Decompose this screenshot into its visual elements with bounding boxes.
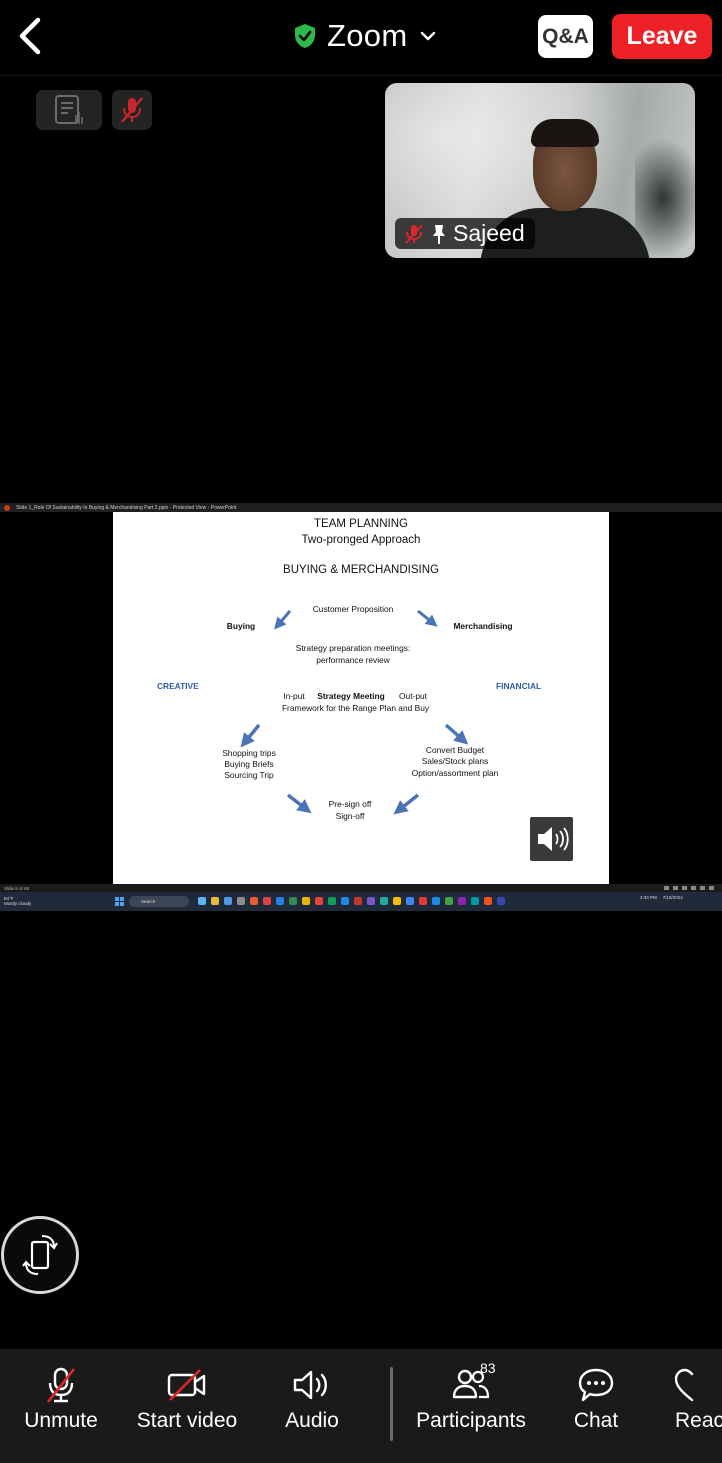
taskbar-search: Search [129, 896, 189, 907]
pin-icon [433, 224, 445, 244]
taskbar-tray: 4:33 PM 7/19/2024 [640, 895, 683, 900]
weather-desc: Mostly cloudy [4, 901, 32, 906]
slide-right-item-1: Convert Budget [425, 745, 485, 755]
react-label: React [675, 1409, 722, 1432]
muted-mic-icon [46, 1367, 76, 1403]
meeting-title: Zoom [327, 18, 408, 53]
shared-screen[interactable]: Slide 1_Role Of Sustainability In Buying… [0, 503, 722, 911]
rotate-screen-button[interactable] [1, 1216, 79, 1294]
view-controls [664, 886, 722, 890]
participants-label: Participants [416, 1409, 526, 1432]
participants-count: 83 [480, 1360, 496, 1376]
taskbar-weather: 84°F Mostly cloudy [4, 896, 54, 906]
arrow-to-buying [274, 610, 292, 630]
slide-left-item-3: Sourcing Trip [224, 770, 274, 780]
start-video-label: Start video [136, 1409, 238, 1432]
react-button[interactable]: React [672, 1349, 722, 1463]
slide-framework: Framework for the Range Plan and Buy [281, 703, 430, 713]
slide-title: TEAM PLANNING [314, 518, 408, 530]
participant-name: Sajeed [453, 220, 525, 246]
shield-check-icon [295, 24, 315, 48]
arrow-to-right-items [444, 723, 469, 745]
slide-heading: BUYING & MERCHANDISING [283, 564, 439, 576]
top-bar: Zoom Q&A Leave [0, 0, 722, 76]
shared-window-title: Slide 1_Role Of Sustainability In Buying… [16, 504, 237, 511]
participant-name-tag: Sajeed [395, 218, 535, 249]
video-background-plant [635, 138, 695, 258]
taskbar-app-icons [198, 897, 505, 905]
slide-cycle-arrows [240, 609, 469, 815]
chat-label: Chat [573, 1409, 619, 1432]
participant-video-tile[interactable]: Sajeed [385, 83, 695, 258]
video-off-icon [167, 1369, 206, 1401]
slide-strategy-meeting: Strategy Meeting [317, 691, 385, 701]
rotate-phone-icon [22, 1235, 58, 1275]
presentation-slide: TEAM PLANNING Two-pronged Approach BUYIN… [113, 512, 609, 884]
slide-counter: Slide 8 of 48 [4, 885, 30, 891]
audio-button[interactable]: Audio [272, 1349, 352, 1463]
slide-bottom-item-1: Pre-sign off [328, 799, 372, 809]
powerpoint-status-bar: Slide 8 of 48 [0, 884, 722, 892]
qa-button[interactable]: Q&A [538, 15, 593, 58]
arrow-to-merchandising [417, 609, 438, 627]
chat-icon [578, 1368, 614, 1402]
start-video-button[interactable]: Start video [130, 1349, 244, 1463]
slide-financial: FINANCIAL [496, 681, 542, 691]
slide-strategy-prep-line2: performance review [316, 655, 390, 665]
taskbar-date: 7/19/2024 [662, 895, 683, 900]
slide-merchandising: Merchandising [453, 621, 513, 631]
arrow-to-left-items [240, 723, 261, 748]
weather-temp: 84°F [4, 896, 14, 901]
mute-status-chip[interactable] [112, 90, 152, 130]
taskbar-time: 4:33 PM [640, 895, 657, 900]
slide-output: Out-put [399, 691, 427, 701]
unmute-label: Unmute [24, 1409, 98, 1432]
slide-right-item-2: Sales/Stock plans [421, 756, 489, 766]
slide-creative: CREATIVE [157, 681, 199, 691]
speaker-icon [537, 827, 569, 851]
audio-label: Audio [285, 1409, 339, 1432]
slide-strategy-prep-line1: Strategy preparation meetings: [295, 643, 411, 653]
shared-window-titlebar: Slide 1_Role Of Sustainability In Buying… [0, 503, 722, 512]
slide-input: In-put [283, 691, 305, 701]
windows-start-icon [115, 897, 124, 906]
closed-captions-icon [55, 95, 83, 124]
back-arrow-icon[interactable] [14, 16, 48, 56]
unmute-button[interactable]: Unmute [14, 1349, 108, 1463]
muted-mic-icon [405, 223, 423, 244]
participants-icon [452, 1369, 490, 1399]
meeting-toolbar: Unmute Start video Audio [0, 1349, 722, 1463]
slide-customer-proposition: Customer Proposition [312, 604, 394, 614]
meeting-title-dropdown[interactable]: Zoom [293, 18, 437, 54]
slide-left-item-1: Shopping trips [222, 748, 276, 758]
slide-left-item-2: Buying Briefs [224, 759, 274, 769]
slide-subtitle: Two-pronged Approach [301, 534, 421, 546]
windows-taskbar: 84°F Mostly cloudy Search 4:33 PM 7/19/2… [0, 892, 722, 911]
muted-mic-icon [121, 97, 143, 123]
participants-button[interactable]: 83 Participants [410, 1349, 532, 1463]
chevron-down-icon [421, 31, 436, 41]
chat-button[interactable]: Chat [566, 1349, 626, 1463]
arrow-left-to-signoff [286, 793, 312, 814]
leave-button[interactable]: Leave [612, 14, 712, 59]
slide-right-item-3: Option/assortment plan [411, 768, 499, 778]
closed-captions-chip[interactable] [36, 90, 102, 130]
speaker-icon [293, 1370, 327, 1400]
slide-audio-button[interactable] [530, 817, 573, 861]
participant-hair [531, 119, 599, 147]
slide-bottom-item-2: Sign-off [335, 811, 365, 821]
toolbar-divider [390, 1367, 393, 1441]
powerpoint-icon [4, 504, 10, 511]
arrow-right-to-signoff [393, 793, 420, 815]
heart-icon [674, 1368, 694, 1402]
slide-buying: Buying [226, 621, 256, 631]
